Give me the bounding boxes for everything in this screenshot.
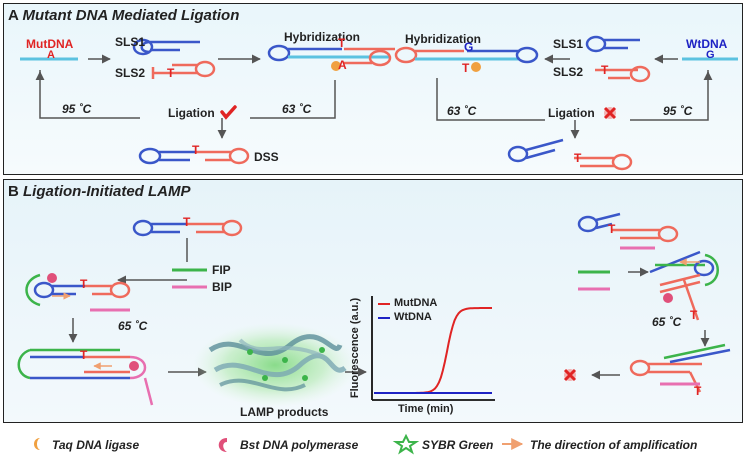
- sls2-t-b: T: [601, 63, 609, 77]
- fip-label: FIP: [212, 263, 231, 277]
- partial-binding-complex: [649, 250, 719, 321]
- probe-t-label-b4: T: [608, 222, 616, 236]
- sls2-label-a: SLS2: [115, 66, 146, 80]
- primed-complex-left: [25, 273, 131, 312]
- dss-t-label: T: [192, 143, 200, 157]
- panel-a-letter: A: [8, 7, 19, 24]
- wtdna-label: WtDNA: [686, 37, 728, 51]
- chart-y-label: Fluorescence (a.u.): [349, 297, 361, 399]
- ligated-probe-top: [132, 219, 243, 237]
- panel-b-name: Ligation-Initiated LAMP: [23, 183, 191, 200]
- sybr-green-icon: [392, 433, 420, 455]
- fluorescence-chart: [371, 296, 495, 401]
- sls2-probe-b: [595, 65, 651, 83]
- hybrid-complex-mut: [267, 44, 395, 71]
- chart-legend-wtdna: WtDNA: [394, 311, 432, 323]
- legend-taq-label: Taq DNA ligase: [52, 438, 140, 452]
- sls1-probe-b: [585, 35, 640, 53]
- wt-base-label: G: [706, 49, 715, 61]
- hyb-a-label: A: [338, 58, 347, 72]
- sls2-label-b: SLS2: [553, 65, 584, 79]
- lamp-products-label: LAMP products: [240, 405, 329, 419]
- probe-t-label-b6: T: [694, 384, 702, 398]
- ligation-label-b: Ligation: [548, 106, 595, 120]
- hyb-t-label: T: [338, 36, 346, 50]
- unligated-probes: [507, 138, 633, 171]
- bip-label: BIP: [212, 280, 233, 294]
- hyb-g-label: G: [464, 40, 474, 54]
- dss-product: [138, 147, 250, 165]
- ligation-failed-probes: [577, 212, 679, 250]
- temp-65-left: 65 ˚C: [118, 319, 148, 333]
- hybrid-complex-wt: [394, 46, 539, 72]
- check-icon: [220, 105, 237, 120]
- probe-t-label-b1: T: [183, 215, 191, 229]
- elongated-complex: [17, 348, 154, 406]
- temp-95-right: 95 ˚C: [663, 104, 693, 118]
- sls1-probe-a: [132, 38, 200, 56]
- no-amplification-icon: [563, 368, 577, 382]
- probe-t-label-b3: T: [80, 348, 88, 362]
- sls2-t-a: T: [167, 66, 175, 80]
- sls1-label-b: SLS1: [553, 37, 584, 51]
- legend-bst-label: Bst DNA polymerase: [240, 438, 359, 452]
- panel-a-title: A Mutant DNA Mediated Ligation: [8, 7, 239, 24]
- temp-63-right: 63 ˚C: [447, 104, 477, 118]
- chart-legend-mutdna: MutDNA: [394, 297, 438, 309]
- nonamplified-complex: [629, 343, 731, 393]
- chart-x-label: Time (min): [398, 403, 454, 415]
- probe-t-label-b5: T: [690, 308, 698, 322]
- cross-icon: [603, 106, 617, 120]
- mut-base-label: A: [47, 49, 55, 61]
- dss-label: DSS: [254, 150, 279, 164]
- hybridization-label-a: Hybridization: [284, 30, 361, 44]
- sls1-label-a: SLS1: [115, 35, 146, 49]
- lamp-products-icon: [193, 323, 357, 407]
- hybridization-label-b: Hybridization: [405, 32, 482, 46]
- legend: Taq DNA ligase Bst DNA polymerase SYBR G…: [0, 428, 746, 458]
- taq-ligase-icon: [34, 438, 40, 450]
- unligated-t-label: T: [574, 151, 582, 165]
- temp-63-left: 63 ˚C: [282, 102, 312, 116]
- panel-b-letter: B: [8, 183, 19, 200]
- panel-a-name: Mutant DNA Mediated Ligation: [22, 7, 240, 24]
- chart-series-mutdna: [374, 307, 492, 394]
- bst-polymerase-icon: [218, 438, 227, 452]
- legend-sybr-label: SYBR Green: [422, 438, 494, 452]
- sls2-probe-a: [151, 60, 216, 79]
- probe-t-label-b2: T: [80, 277, 88, 291]
- legend-icons: [34, 433, 524, 455]
- panel-b-title: B Ligation-Initiated LAMP: [8, 183, 191, 200]
- mutdna-label: MutDNA: [26, 37, 74, 51]
- ligation-label-a: Ligation: [168, 106, 215, 120]
- temp-95-left: 95 ˚C: [62, 102, 92, 116]
- panel-a: A Mutant DNA Mediated Ligation: [3, 3, 743, 175]
- panel-b: B Ligation-Initiated LAMP: [3, 179, 743, 423]
- legend-amplification-label: The direction of amplification: [530, 438, 698, 452]
- temp-65-right: 65 ˚C: [652, 315, 682, 329]
- hyb-t-label-wt: T: [462, 61, 470, 75]
